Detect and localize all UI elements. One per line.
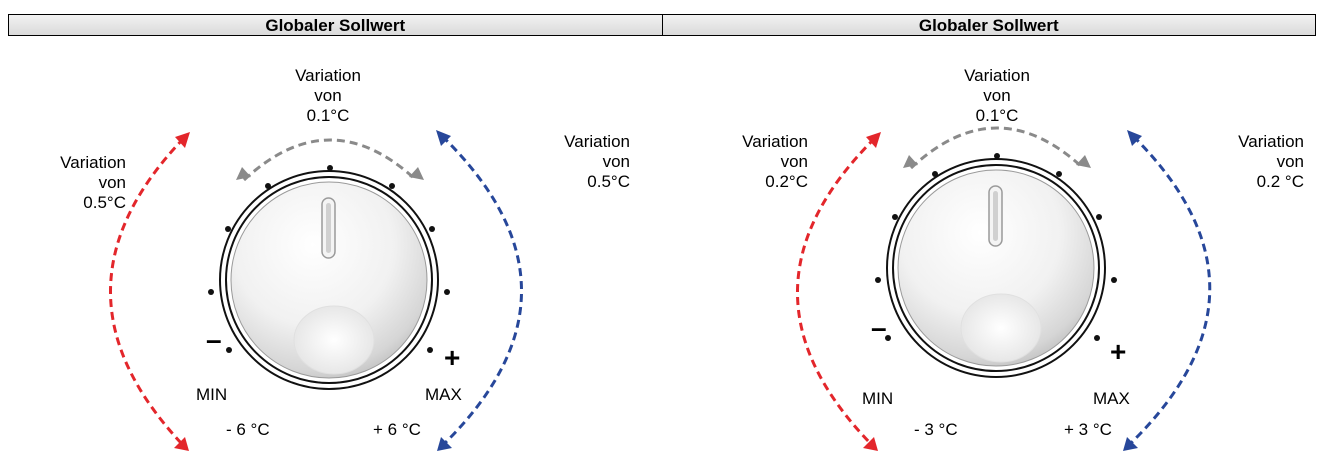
left-variation-label: Variation von 0.5°C (60, 153, 126, 212)
min-label: MIN (862, 389, 894, 408)
setpoint-panel-right: Variation von 0.1°C Variation von 0.2°C … (662, 40, 1324, 453)
header-title-right: Globaler Sollwert (661, 15, 1315, 35)
red-dashed-arrow (109, 136, 186, 446)
gray-dashed-arrow (909, 126, 1085, 170)
min-value: - 6 °C (226, 420, 270, 439)
scale-dots (875, 153, 1117, 341)
minus-symbol: – (206, 324, 222, 355)
knob-diagram-left (109, 130, 523, 451)
blue-dashed-arrow (440, 134, 523, 446)
knob-inner-ring (892, 164, 1100, 372)
top-variation-label: Variation von 0.1°C (964, 66, 1030, 125)
scale-dots (208, 165, 450, 353)
left-variation-label: Variation von 0.2°C (742, 132, 808, 191)
knob-highlight (960, 293, 1042, 363)
header-bar: Globaler Sollwert Globaler Sollwert (8, 14, 1316, 36)
knob-diagram-right (796, 126, 1212, 451)
max-value: + 3 °C (1064, 420, 1112, 439)
knob-highlight (293, 305, 375, 375)
right-variation-label: Variation von 0.2 °C (1238, 132, 1304, 191)
setpoint-knob[interactable] (897, 169, 1095, 367)
plus-symbol: + (444, 342, 461, 373)
right-variation-label: Variation von 0.5°C (564, 132, 630, 191)
max-label: MAX (1093, 389, 1130, 408)
setpoint-knob[interactable] (230, 181, 428, 379)
blue-dashed-arrow (1128, 134, 1212, 446)
max-label: MAX (425, 385, 462, 404)
header-title-left: Globaler Sollwert (9, 15, 662, 35)
max-value: + 6 °C (373, 420, 421, 439)
minus-symbol: – (871, 312, 887, 343)
min-label: MIN (196, 385, 228, 404)
top-variation-label: Variation von 0.1°C (295, 66, 361, 125)
min-value: - 3 °C (914, 420, 958, 439)
gray-dashed-arrow (242, 138, 418, 182)
red-dashed-arrow (796, 136, 877, 446)
setpoint-panel-left: Variation von 0.1°C Variation von 0.5°C … (0, 40, 662, 453)
plus-symbol: + (1110, 336, 1127, 367)
knob-inner-ring (225, 176, 433, 384)
